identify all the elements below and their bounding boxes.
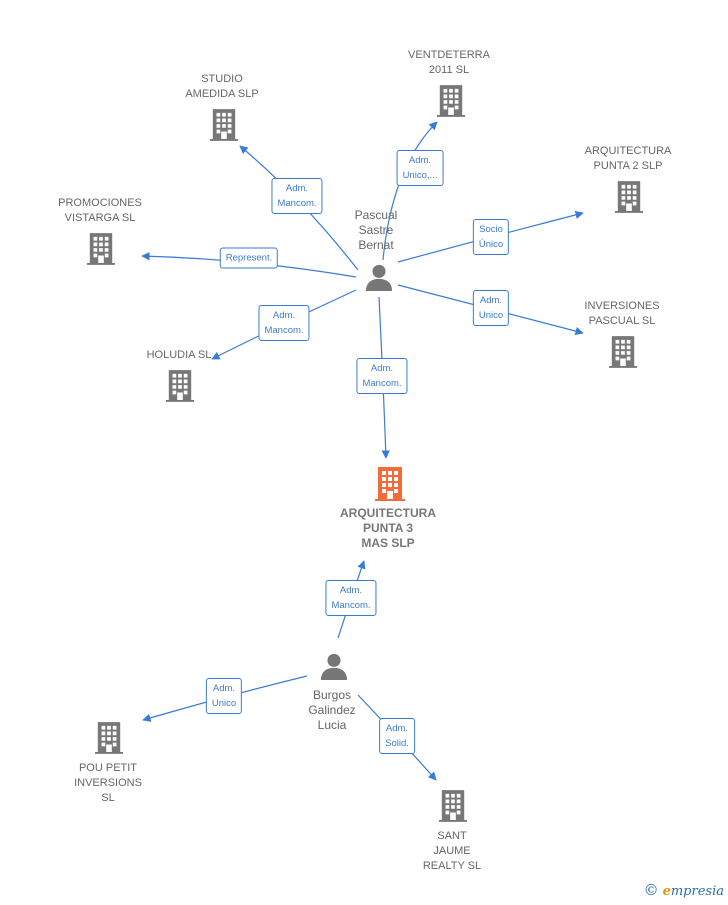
company-name-holudia[interactable]: HOLUDIA SL (146, 349, 212, 361)
company-building-icon-holudia[interactable] (166, 370, 194, 402)
company-name-ventdeterra[interactable]: VENTDETERRA 2011 SL (408, 49, 490, 76)
person-icon-burgos[interactable] (320, 653, 348, 680)
company-name-sant[interactable]: SANT JAUME REALTY SL (422, 830, 482, 872)
person-icon-pascual[interactable] (365, 264, 393, 291)
company-building-icon-inversiones[interactable] (609, 336, 637, 368)
company-building-icon-promociones[interactable] (87, 233, 115, 265)
relation-label-burgos-center[interactable]: Adm. Mancom. (325, 580, 377, 616)
main-company-building-icon[interactable] (375, 467, 405, 501)
company-building-icon-studio[interactable] (210, 109, 238, 141)
company-name-inversiones[interactable]: INVERSIONES PASCUAL SL (584, 300, 660, 327)
relation-label-pascual-holudia[interactable]: Adm. Mancom. (258, 305, 310, 341)
company-name-pou[interactable]: POU PETIT INVERSIONS SL (74, 762, 142, 804)
person-name-pascual[interactable]: Pascual Sastre Bernat (354, 208, 398, 252)
company-building-icon-ventdeterra[interactable] (437, 85, 465, 117)
brand-initial: e (662, 884, 671, 899)
relation-label-burgos-pou[interactable]: Adm. Unico (205, 678, 243, 714)
relation-label-burgos-sant[interactable]: Adm. Solid. (379, 718, 415, 754)
company-building-icon-sant[interactable] (439, 790, 467, 822)
company-name-promociones[interactable]: PROMOCIONES VISTARGA SL (58, 197, 142, 224)
relation-label-pascual-punta2[interactable]: Socio Único (472, 219, 510, 255)
brand-name: mpresia (670, 884, 724, 899)
relation-label-pascual-inversiones[interactable]: Adm. Unico (472, 290, 510, 326)
relation-label-pascual-ventdeterra[interactable]: Adm. Unico,... (396, 150, 444, 186)
main-company-name[interactable]: ARQUITECTURA PUNTA 3 MAS SLP (340, 506, 436, 550)
relation-label-pascual-studio[interactable]: Adm. Mancom. (271, 178, 323, 214)
company-building-icon-punta2[interactable] (615, 181, 643, 213)
relation-label-pascual-promociones[interactable]: Represent. (219, 247, 279, 269)
company-name-punta2[interactable]: ARQUITECTURA PUNTA 2 SLP (584, 145, 672, 172)
relation-label-pascual-center[interactable]: Adm. Mancom. (356, 358, 408, 394)
brand-logo: ©empresia (644, 881, 724, 899)
company-building-icon-pou[interactable] (95, 722, 123, 754)
company-name-studio[interactable]: STUDIO AMEDIDA SLP (185, 73, 259, 100)
person-name-burgos[interactable]: Burgos Galindez Lucia (308, 688, 356, 732)
copyright-symbol: © (643, 881, 659, 899)
